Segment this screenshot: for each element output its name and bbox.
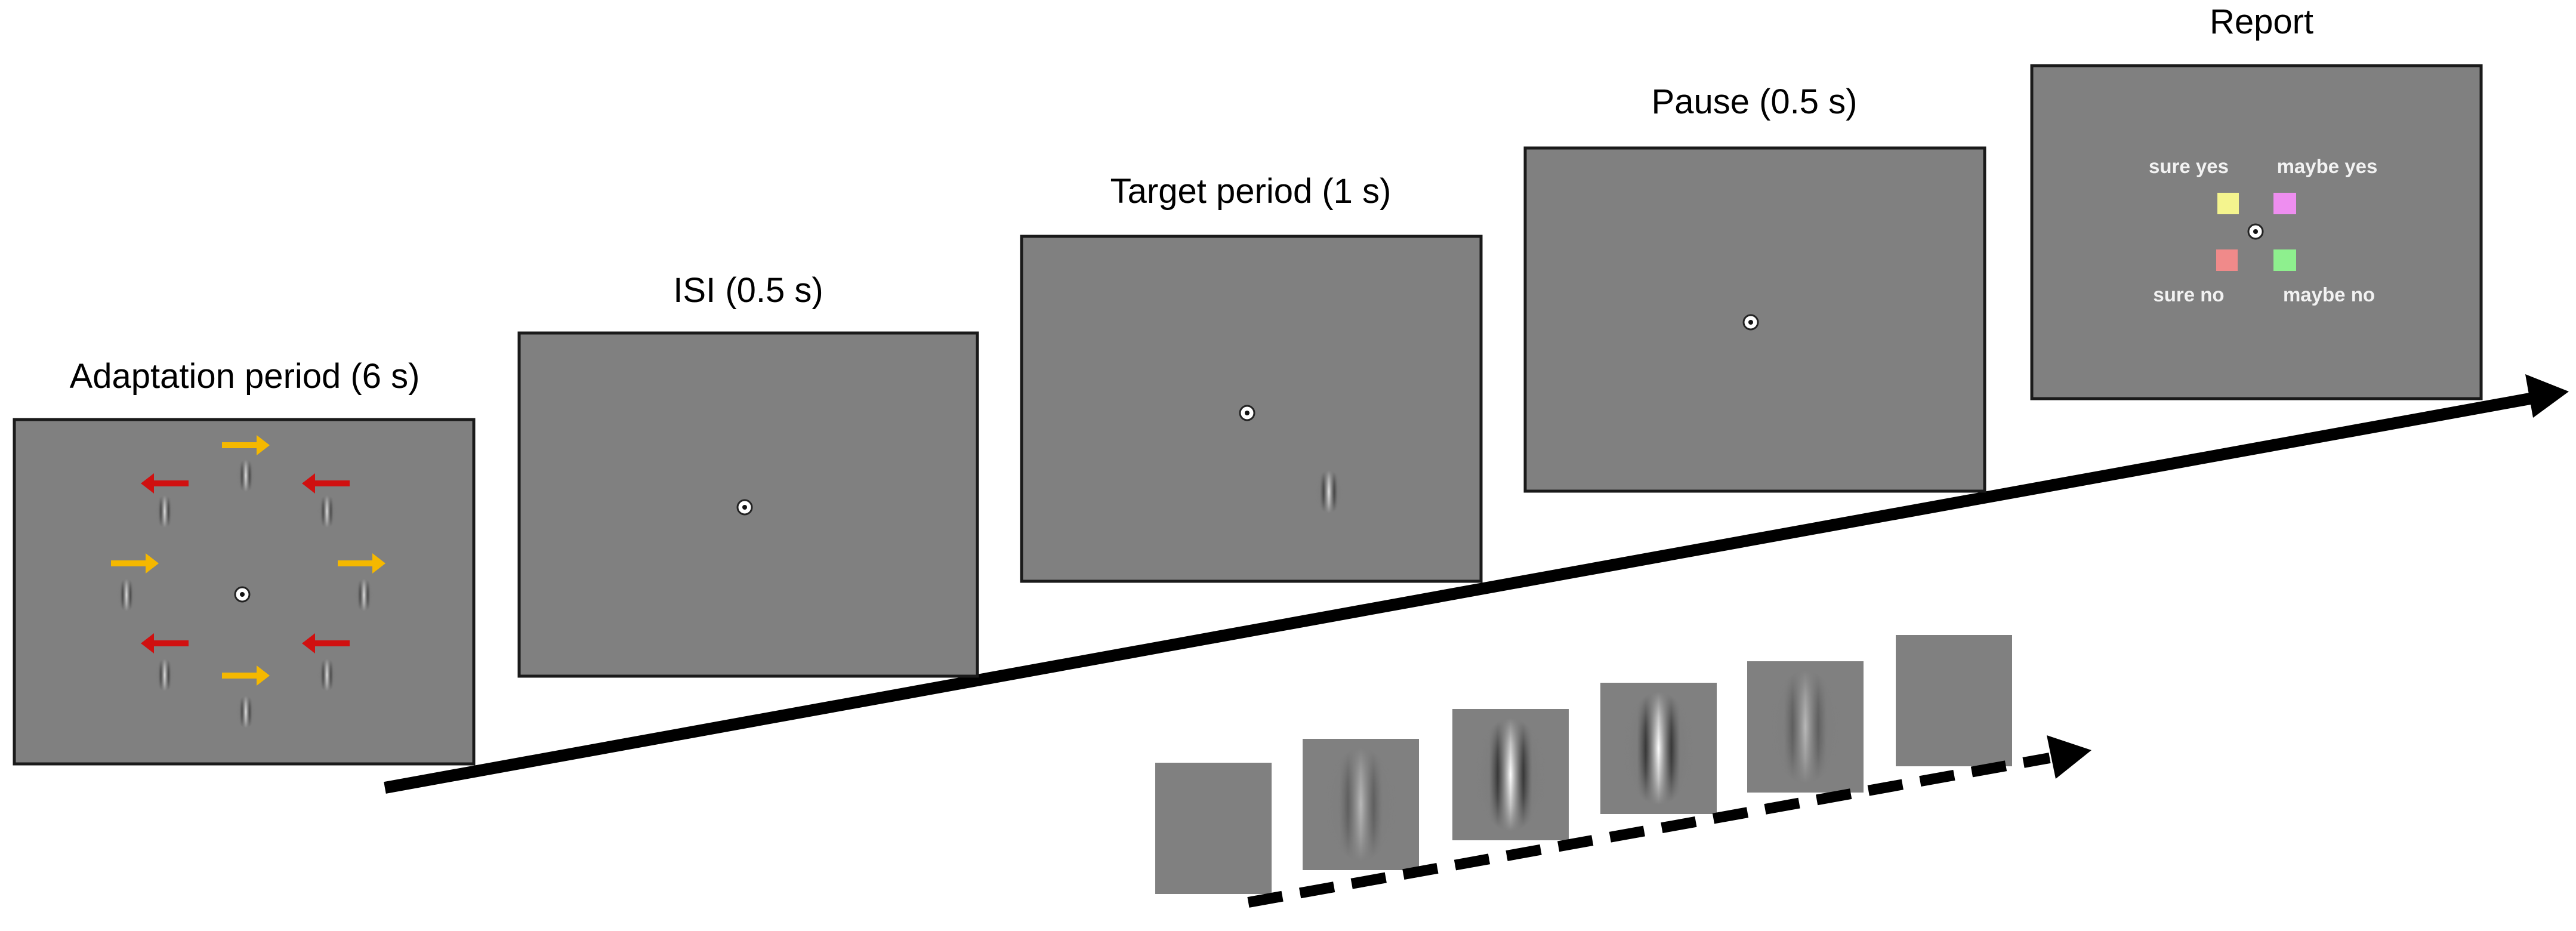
report-swatch-maybe-no	[2273, 249, 2296, 271]
ramp-frame	[1747, 661, 1864, 793]
arrow-right-icon	[338, 553, 385, 574]
panel-title-pause: Pause (0.5 s)	[1652, 82, 1858, 121]
grating	[235, 696, 257, 728]
grating	[316, 659, 338, 691]
ramp-grating	[1769, 670, 1841, 784]
arrow-left-icon	[302, 473, 350, 494]
grating	[353, 579, 375, 611]
arrow-right-icon	[222, 665, 270, 686]
ramp-frame	[1600, 683, 1717, 814]
report-swatch-sure-yes	[2217, 193, 2239, 214]
fixation-point	[2247, 223, 2264, 240]
grating	[154, 659, 175, 691]
ramp-frame	[1155, 763, 1272, 894]
ramp-grating	[1474, 718, 1547, 831]
target-contrast-ramp	[1155, 635, 2012, 894]
timeline-arrow	[384, 374, 2569, 794]
panel-title-target: Target period (1 s)	[1110, 172, 1392, 211]
panel-title-isi: ISI (0.5 s)	[673, 271, 823, 310]
target-grating	[1314, 470, 1344, 513]
ramp-grating	[1325, 748, 1397, 861]
panel-title-report: Report	[2210, 2, 2313, 41]
fixation-point	[736, 499, 753, 516]
fixation-point	[234, 586, 251, 603]
grating	[154, 495, 175, 528]
report-label-maybe-yes: maybe yes	[2277, 155, 2378, 177]
screen-isi	[517, 331, 979, 678]
report-label-sure-no: sure no	[2153, 283, 2224, 306]
arrow-right-icon	[222, 435, 270, 455]
arrow-left-icon	[141, 473, 189, 494]
screen-target	[1020, 235, 1483, 583]
ramp-frame	[1896, 635, 2012, 766]
panel-title-adaptation: Adaptation period (6 s)	[70, 357, 420, 396]
fixation-point	[1239, 405, 1255, 421]
report-swatch-sure-no	[2216, 249, 2238, 271]
grating	[316, 495, 338, 528]
report-label-sure-yes: sure yes	[2149, 155, 2229, 177]
screen-report: sure yes maybe yes sure no maybe no	[2030, 64, 2483, 400]
ramp-frame	[1452, 709, 1569, 840]
grating	[116, 579, 137, 611]
arrow-right-icon	[111, 553, 159, 574]
fixation-point	[1742, 314, 1759, 331]
report-label-maybe-no: maybe no	[2283, 283, 2375, 306]
ramp-dashed-arrow	[1247, 735, 2091, 908]
screen-adaptation	[13, 418, 476, 766]
arrow-left-icon	[141, 633, 189, 653]
screen-pause	[1523, 146, 1986, 493]
ramp-frame	[1303, 739, 1419, 870]
report-swatch-maybe-yes	[2273, 193, 2296, 214]
ramp-grating	[1622, 692, 1695, 805]
adaptor-stimuli	[111, 435, 385, 728]
arrow-left-icon	[302, 633, 350, 653]
grating	[235, 460, 257, 492]
